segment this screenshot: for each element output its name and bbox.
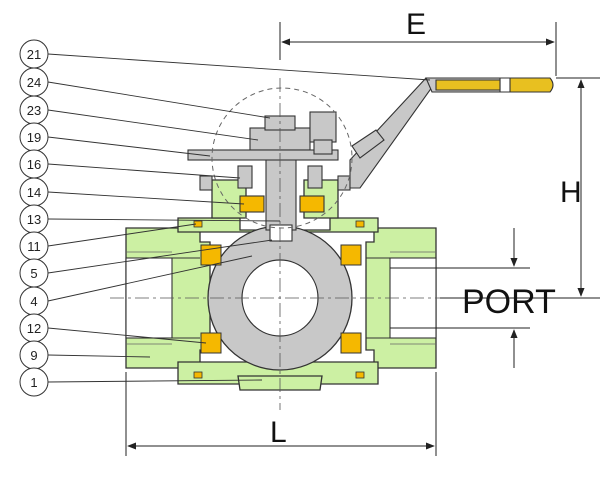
svg-text:1: 1: [30, 375, 37, 390]
rotation-circle: [211, 87, 353, 229]
svg-text:23: 23: [27, 103, 41, 118]
svg-text:19: 19: [27, 130, 41, 145]
dimension-e-label: E: [406, 8, 426, 41]
gland: [237, 165, 253, 189]
svg-text:4: 4: [30, 294, 37, 309]
callout-1: 1: [19, 367, 49, 397]
svg-text:12: 12: [27, 321, 41, 336]
dimension-port: [390, 228, 530, 368]
callout-23: 23: [19, 95, 49, 125]
callout-19: 19: [19, 122, 49, 152]
callout-13: 13: [19, 204, 49, 234]
dimension-l: [125, 372, 437, 456]
dimension-e: [279, 22, 557, 76]
dimension-h-label: H: [560, 176, 582, 209]
svg-text:16: 16: [27, 157, 41, 172]
svg-text:21: 21: [27, 47, 41, 62]
handle-grip-2: [509, 77, 554, 93]
callout-12: 12: [19, 313, 49, 343]
handle: [349, 77, 554, 189]
callout-21: 21: [19, 39, 49, 69]
callout-4: 4: [19, 286, 49, 316]
svg-text:24: 24: [27, 75, 41, 90]
callout-16: 16: [19, 149, 49, 179]
center-lines: [110, 78, 460, 410]
svg-text:11: 11: [27, 239, 41, 254]
svg-text:13: 13: [27, 212, 41, 227]
packing-right: [299, 195, 325, 213]
callout-5: 5: [19, 258, 49, 288]
callout-11: 11: [19, 231, 49, 261]
dimension-l-label: L: [270, 416, 287, 449]
callout-14: 14: [19, 177, 49, 207]
svg-text:5: 5: [30, 266, 37, 281]
handle-plate: [187, 149, 339, 161]
callout-leaders: [47, 53, 431, 383]
callout-9: 9: [19, 340, 49, 370]
dimension-h: [440, 77, 600, 299]
handle-grip-1: [435, 79, 501, 91]
callout-24: 24: [19, 67, 49, 97]
svg-text:14: 14: [27, 185, 41, 200]
seats: [200, 244, 362, 354]
svg-text:9: 9: [30, 348, 37, 363]
dimension-port-label: PORT: [462, 283, 556, 321]
